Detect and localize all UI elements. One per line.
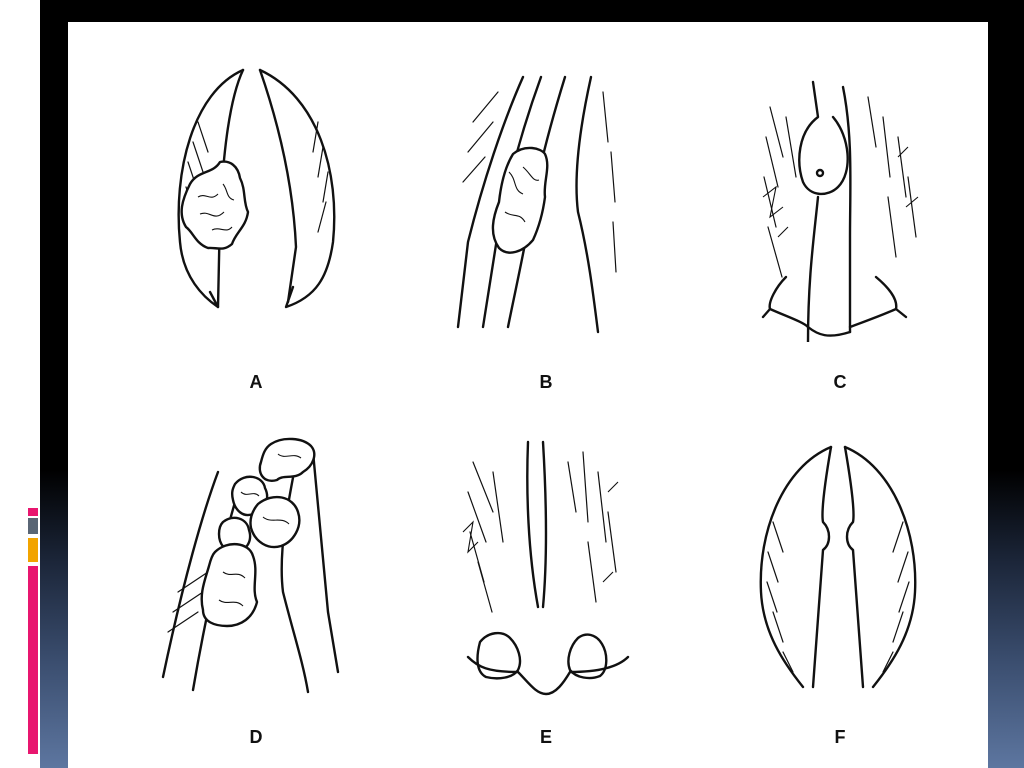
- figure-a-drawing: [177, 68, 336, 309]
- figure-c-label: C: [833, 372, 847, 392]
- figure-c-drawing: [761, 80, 919, 342]
- figure-f-label: F: [834, 727, 846, 747]
- figure-a-label: A: [249, 372, 263, 392]
- figure-b-label: B: [539, 372, 553, 392]
- figure-panel: A B C D: [68, 22, 988, 768]
- accent-pink-tall: [28, 566, 38, 754]
- figure-f-drawing: [759, 445, 917, 689]
- accent-orange: [28, 538, 38, 562]
- figure-b-drawing: [456, 75, 617, 334]
- accent-pink-small: [28, 508, 38, 516]
- figure-e-label: E: [539, 727, 552, 747]
- figure-d-label: D: [249, 727, 263, 747]
- figure-e-drawing: [462, 440, 630, 696]
- figure-d-drawing: [161, 437, 340, 694]
- accent-gray: [28, 518, 38, 534]
